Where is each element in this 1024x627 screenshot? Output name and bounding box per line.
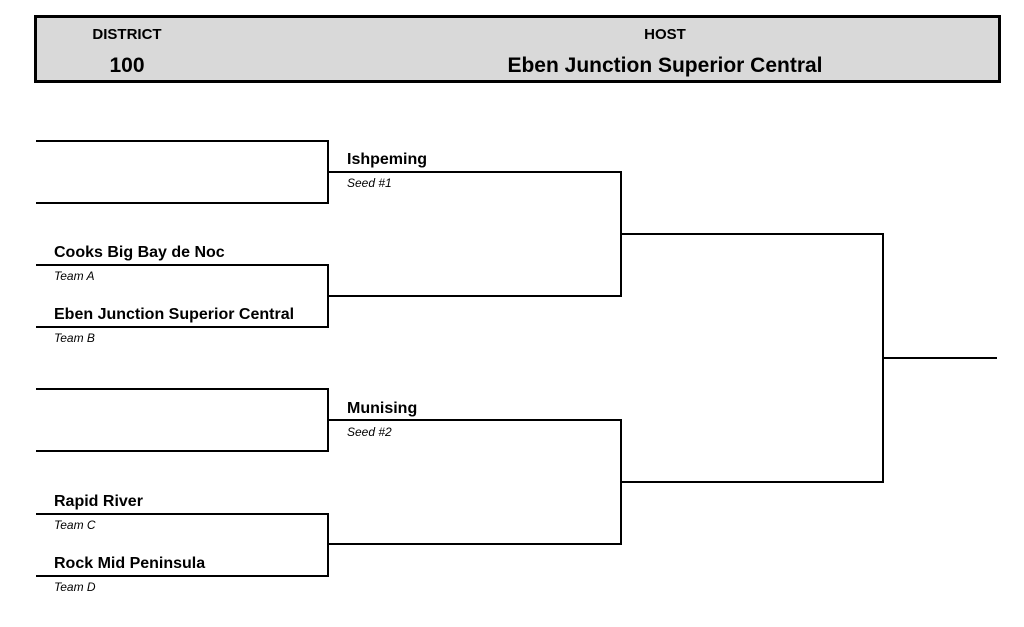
seed-2-team: Munising: [347, 400, 418, 417]
seed-1-label: Seed #1: [347, 176, 392, 190]
bracket-line-final: [621, 233, 884, 483]
team-a-label: Team A: [54, 269, 95, 283]
team-d-label: Team D: [54, 580, 96, 594]
team-d-name: Rock Mid Peninsula: [54, 555, 206, 572]
bracket-line-semifinal-1: [328, 171, 622, 297]
team-b-name: Eben Junction Superior Central: [54, 306, 295, 323]
team-b-label: Team B: [54, 331, 95, 345]
team-c-name: Rapid River: [54, 493, 143, 510]
team-c-label: Team C: [54, 518, 96, 532]
bracket-line-bye-1: [36, 140, 329, 204]
host-school: Eben Junction Superior Central: [507, 54, 823, 77]
bracket-line-bye-2: [36, 388, 329, 452]
seed-1-team: Ishpeming: [347, 151, 428, 168]
host-label: HOST: [644, 26, 686, 43]
district-header: DISTRICT 100 HOST Eben Junction Superior…: [34, 15, 1001, 83]
district-label: DISTRICT: [92, 26, 162, 43]
district-number: 100: [109, 54, 145, 77]
seed-2-label: Seed #2: [347, 425, 392, 439]
team-a-name: Cooks Big Bay de Noc: [54, 244, 225, 261]
